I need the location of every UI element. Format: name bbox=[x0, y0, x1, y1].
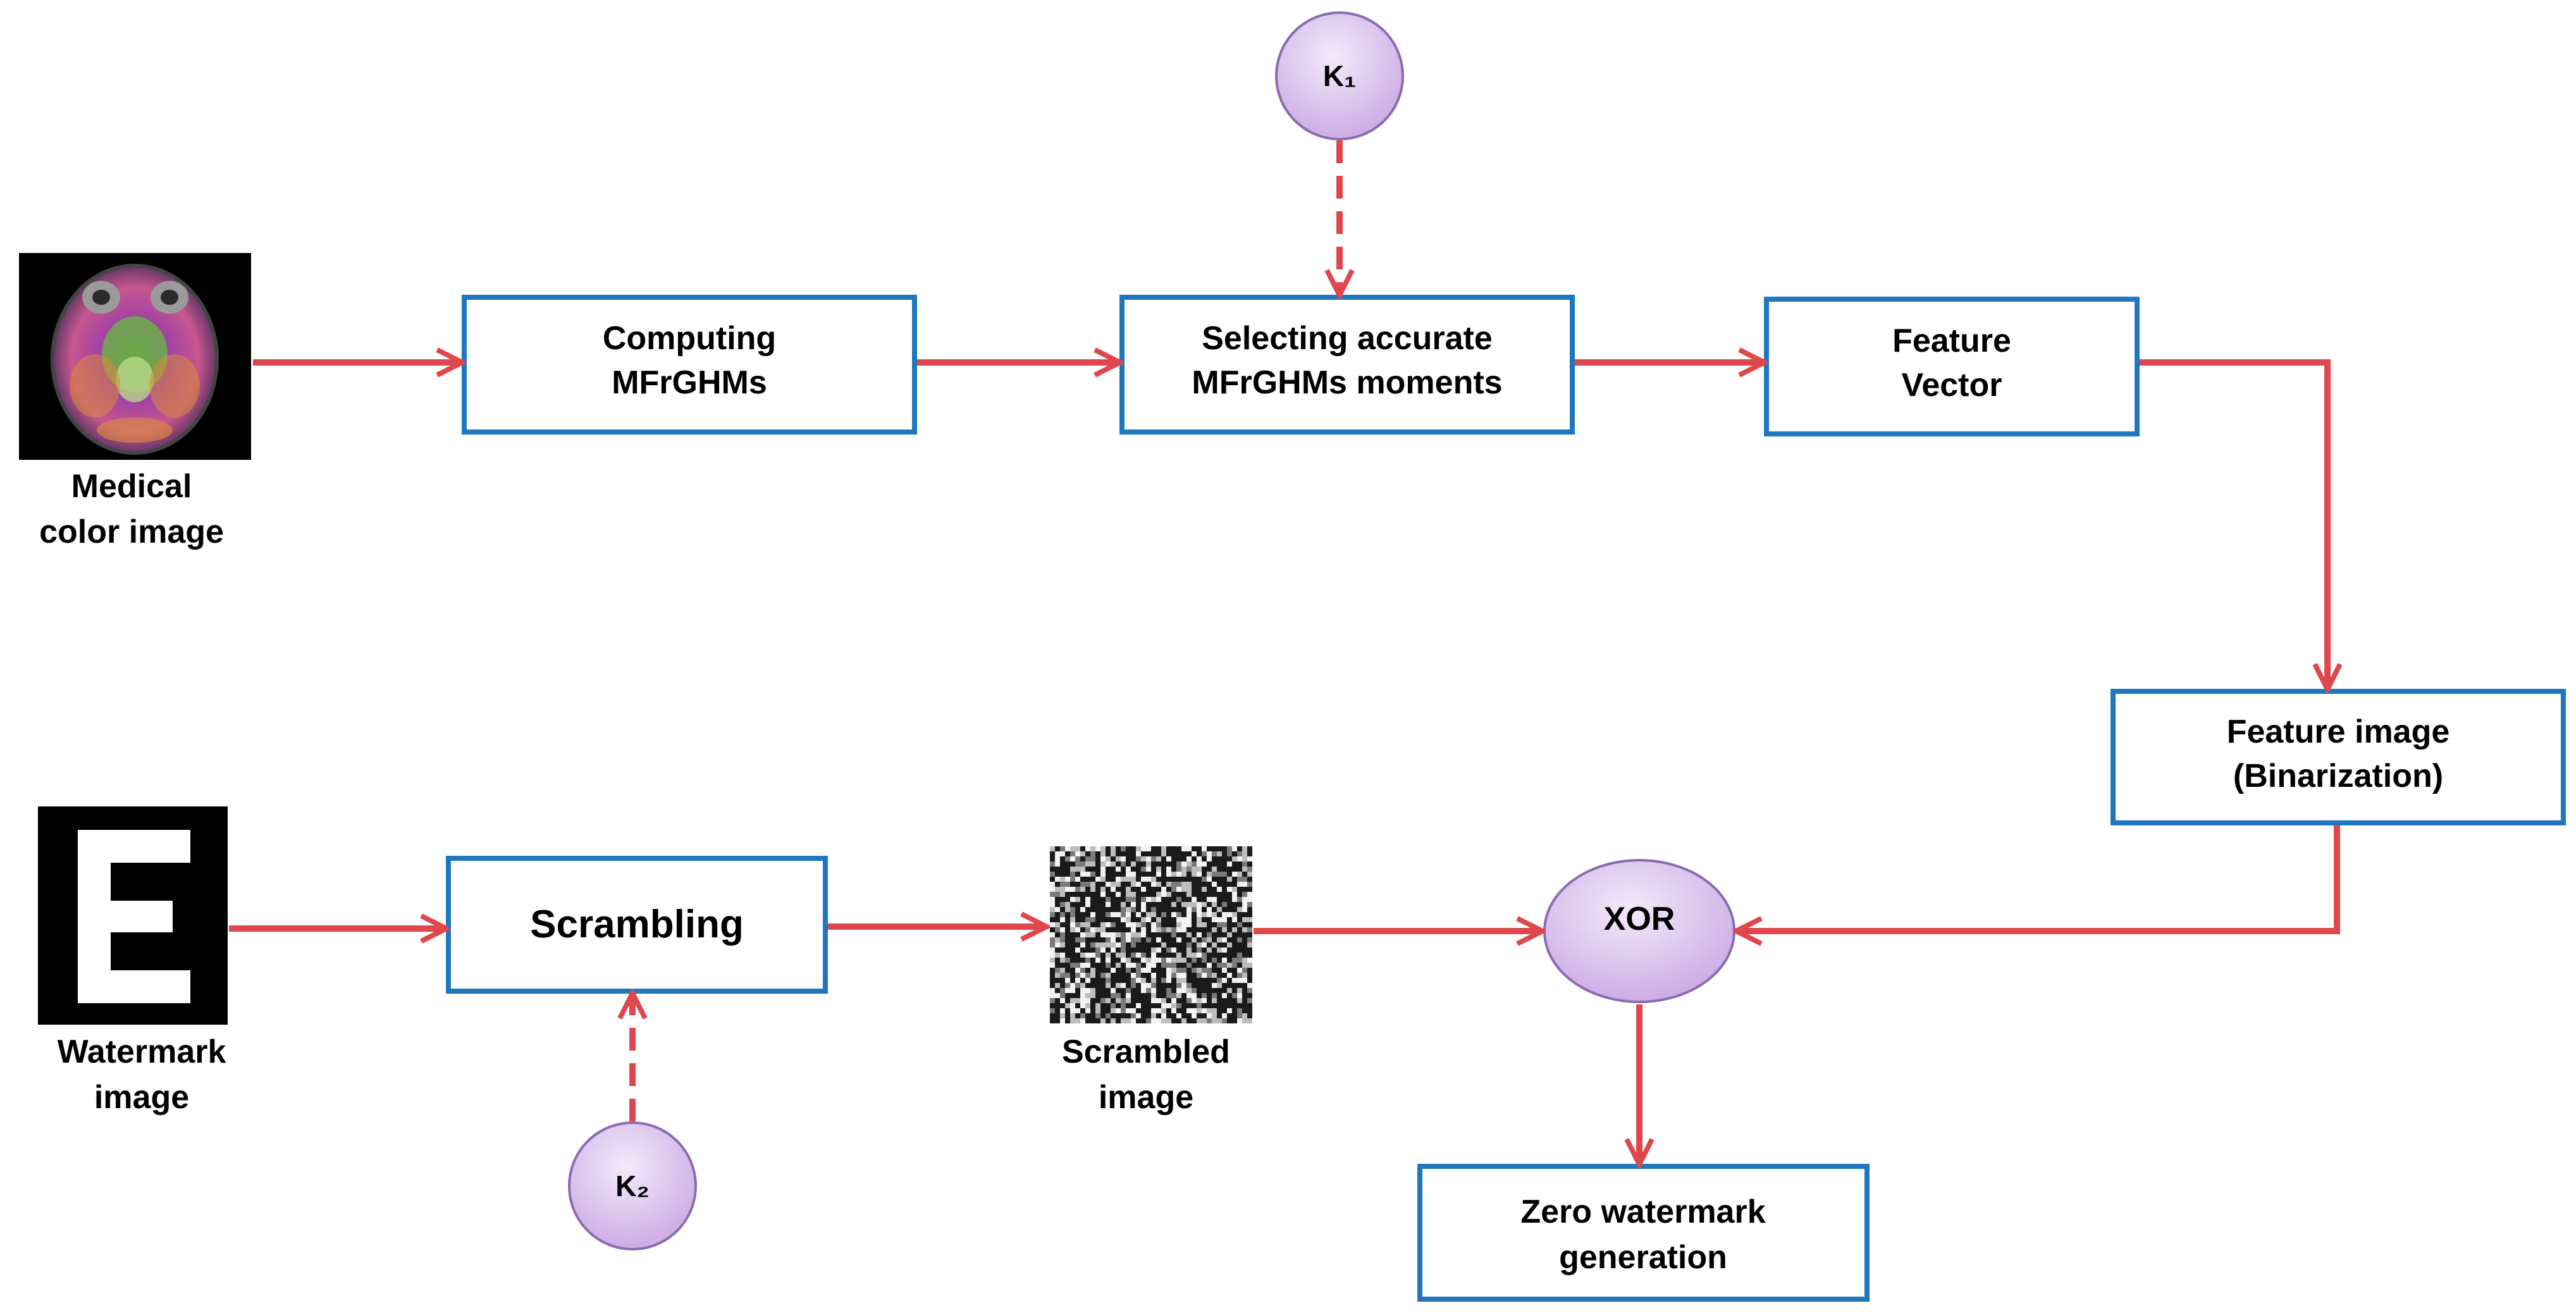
k2-node bbox=[568, 1121, 697, 1250]
computing-label-line-2: MFrGHMs bbox=[612, 364, 767, 401]
scrambling-box bbox=[446, 856, 828, 994]
scrambled-caption-line-1: Scrambled bbox=[1062, 1034, 1230, 1070]
feature-image-label-line-1: Feature image bbox=[2227, 713, 2450, 750]
feature-vector-label-line-1: Feature bbox=[1892, 323, 2011, 359]
connectors bbox=[229, 140, 2337, 1161]
scrambled-caption-line-2: image bbox=[1099, 1079, 1193, 1116]
watermark-caption-line-1: Watermark bbox=[58, 1034, 226, 1070]
feature-image-label-line-2: (Binarization) bbox=[2233, 758, 2443, 794]
computing-box bbox=[462, 295, 917, 435]
arrow-feature-vector-to-feature-image bbox=[2140, 359, 2327, 686]
medical-caption-line-2: color image bbox=[39, 514, 224, 550]
arrow-feature-image-to-xor bbox=[1739, 825, 2340, 931]
zero-watermark-label-line-1: Zero watermark bbox=[1520, 1194, 1765, 1230]
watermark-image bbox=[38, 806, 228, 1025]
scrambled-image bbox=[1050, 846, 1252, 1023]
medical-color-image bbox=[19, 253, 251, 460]
k2-label: K₂ bbox=[615, 1170, 650, 1202]
k1-label: K₁ bbox=[1323, 59, 1356, 92]
computing-label-line-1: Computing bbox=[603, 320, 776, 357]
selecting-label-line-2: MFrGHMs moments bbox=[1192, 364, 1502, 401]
xor-label: XOR bbox=[1604, 901, 1675, 937]
k1-node bbox=[1275, 11, 1404, 140]
scrambling-label: Scrambling bbox=[530, 903, 744, 946]
zero-watermark-box bbox=[1417, 1164, 1870, 1302]
medical-caption-line-1: Medical bbox=[71, 468, 192, 505]
feature-image-box bbox=[2111, 689, 2566, 825]
watermark-caption-line-2: image bbox=[94, 1079, 189, 1116]
selecting-label-line-1: Selecting accurate bbox=[1202, 320, 1493, 357]
selecting-box bbox=[1119, 295, 1575, 435]
zero-watermark-label-line-2: generation bbox=[1559, 1239, 1727, 1276]
feature-vector-label-line-2: Vector bbox=[1902, 367, 2002, 404]
